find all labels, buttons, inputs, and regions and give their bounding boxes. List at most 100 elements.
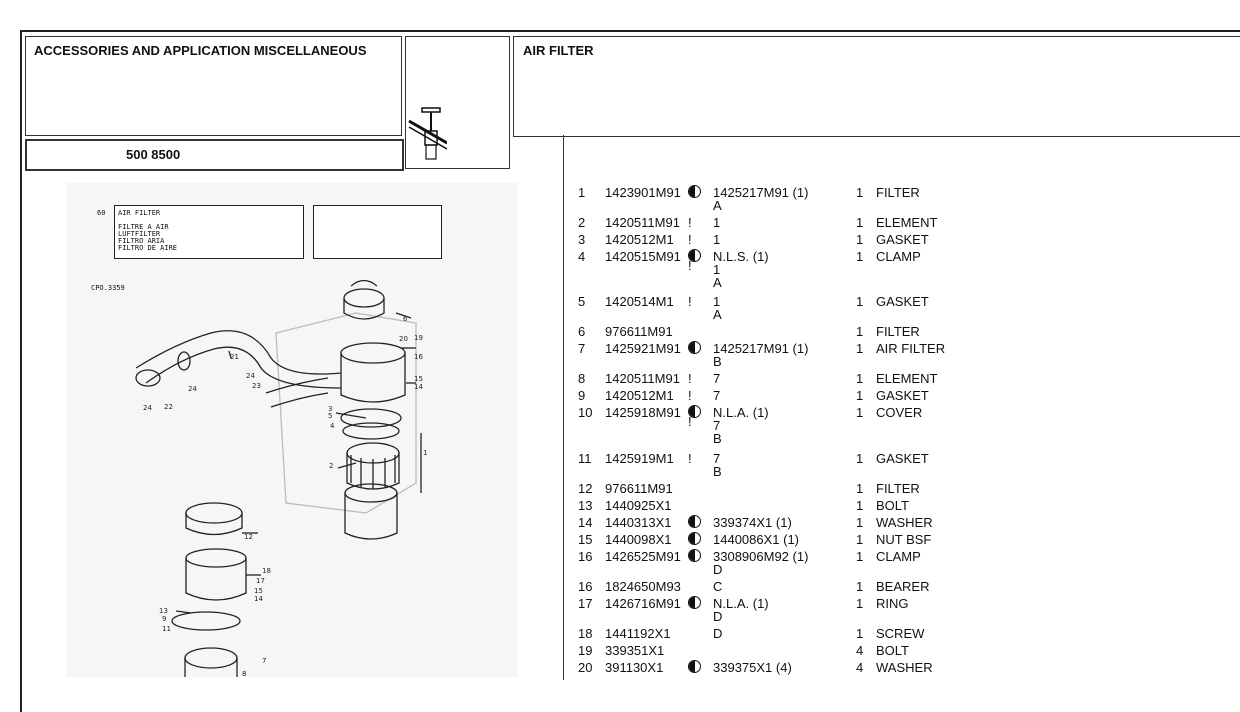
parts-part: 1420514M1 bbox=[605, 294, 674, 309]
parts-ref: 8 bbox=[578, 371, 586, 386]
parts-code: 7 bbox=[713, 371, 721, 386]
parts-desc: NUT BSF bbox=[876, 532, 932, 547]
bullet-icon bbox=[688, 596, 701, 611]
drawing-blank-box bbox=[313, 205, 442, 259]
parts-code: D bbox=[713, 609, 723, 624]
parts-qty: 1 bbox=[856, 532, 864, 547]
parts-desc: SCREW bbox=[876, 626, 925, 641]
parts-mark: ! bbox=[688, 414, 692, 429]
parts-code: 7 bbox=[713, 418, 721, 433]
parts-ref: 16 bbox=[578, 549, 593, 564]
parts-part: 339351X1 bbox=[605, 643, 665, 658]
drawing-title-box: AIR FILTER FILTRE A AIR LUFTFILTER FILTR… bbox=[114, 205, 304, 259]
svg-text:24: 24 bbox=[188, 385, 197, 393]
svg-text:14: 14 bbox=[254, 595, 263, 603]
drawing-title: AIR FILTER bbox=[118, 209, 161, 217]
page-title: AIR FILTER bbox=[523, 43, 594, 58]
parts-code: 3308906M92 (1) bbox=[713, 549, 809, 564]
parts-ref: 17 bbox=[578, 596, 593, 611]
svg-text:6: 6 bbox=[403, 315, 408, 323]
svg-text:11: 11 bbox=[162, 625, 171, 633]
parts-desc: GASKET bbox=[876, 232, 929, 247]
svg-text:14: 14 bbox=[414, 383, 423, 391]
parts-ref: 5 bbox=[578, 294, 586, 309]
parts-code: 1 bbox=[713, 215, 721, 230]
bullet-icon bbox=[688, 249, 701, 264]
parts-code: 1 bbox=[713, 262, 721, 277]
parts-code: A bbox=[713, 198, 722, 213]
parts-ref: 15 bbox=[578, 532, 593, 547]
svg-text:3: 3 bbox=[328, 405, 332, 413]
parts-qty: 1 bbox=[856, 388, 864, 403]
group-number-box bbox=[25, 139, 404, 171]
parts-ref: 12 bbox=[578, 481, 593, 496]
column-divider bbox=[563, 135, 564, 680]
parts-qty: 1 bbox=[856, 579, 864, 594]
parts-part: 391130X1 bbox=[605, 660, 664, 675]
parts-desc: CLAMP bbox=[876, 249, 921, 264]
parts-qty: 1 bbox=[856, 549, 864, 564]
parts-code: N.L.A. (1) bbox=[713, 405, 769, 420]
parts-part: 1420515M91 bbox=[605, 249, 681, 264]
parts-ref: 9 bbox=[578, 388, 586, 403]
svg-text:15: 15 bbox=[414, 375, 423, 383]
parts-part: 1440925X1 bbox=[605, 498, 672, 513]
parts-part: 1440313X1 bbox=[605, 515, 672, 530]
svg-text:24: 24 bbox=[143, 404, 152, 412]
drawing-title-fr: FILTRE A AIR bbox=[118, 223, 169, 231]
parts-qty: 1 bbox=[856, 341, 864, 356]
parts-ref: 10 bbox=[578, 405, 593, 420]
parts-desc: FILTER bbox=[876, 481, 920, 496]
parts-part: 1426525M91 bbox=[605, 549, 681, 564]
drawing-ref-number: 60 bbox=[97, 209, 106, 217]
parts-code: D bbox=[713, 562, 723, 577]
parts-desc: GASKET bbox=[876, 451, 929, 466]
parts-qty: 1 bbox=[856, 498, 864, 513]
parts-ref: 16 bbox=[578, 579, 593, 594]
parts-ref: 18 bbox=[578, 626, 593, 641]
svg-text:2: 2 bbox=[329, 462, 333, 470]
parts-qty: 1 bbox=[856, 249, 864, 264]
parts-qty: 1 bbox=[856, 324, 864, 339]
parts-ref: 7 bbox=[578, 341, 586, 356]
bullet-icon bbox=[688, 532, 701, 547]
drawing-title-it: FILTRO ARIA bbox=[118, 237, 165, 245]
drawing-title-de: LUFTFILTER bbox=[118, 230, 161, 238]
parts-code: 7 bbox=[713, 388, 721, 403]
parts-desc: AIR FILTER bbox=[876, 341, 946, 356]
parts-desc: FILTER bbox=[876, 185, 920, 200]
parts-part: 1420512M1 bbox=[605, 388, 674, 403]
parts-qty: 1 bbox=[856, 232, 864, 247]
svg-text:13: 13 bbox=[159, 607, 168, 615]
parts-part: 1425919M1 bbox=[605, 451, 674, 466]
parts-ref: 1 bbox=[578, 185, 586, 200]
parts-desc: GASKET bbox=[876, 388, 929, 403]
air-filter-illustration: 21 24 22 24 24 23 20 19 16 15 14 6 3 5 4… bbox=[135, 279, 427, 677]
parts-desc: WASHER bbox=[876, 515, 933, 530]
svg-text:8: 8 bbox=[242, 670, 246, 677]
svg-text:16: 16 bbox=[414, 353, 423, 361]
parts-code: 339375X1 (4) bbox=[713, 660, 792, 675]
parts-mark: ! bbox=[688, 232, 692, 247]
parts-mark: ! bbox=[688, 388, 692, 403]
parts-desc: BOLT bbox=[876, 498, 909, 513]
parts-code: C bbox=[713, 579, 723, 594]
parts-part: 1425918M91 bbox=[605, 405, 681, 420]
parts-desc: CLAMP bbox=[876, 549, 921, 564]
svg-text:9: 9 bbox=[162, 615, 166, 623]
parts-qty: 4 bbox=[856, 643, 864, 658]
parts-qty: 1 bbox=[856, 294, 864, 309]
parts-code: 1425217M91 (1) bbox=[713, 185, 809, 200]
parts-ref: 11 bbox=[578, 451, 592, 466]
parts-part: 1440098X1 bbox=[605, 532, 672, 547]
parts-qty: 1 bbox=[856, 481, 864, 496]
svg-text:20: 20 bbox=[399, 335, 408, 343]
parts-part: 1420511M91 bbox=[605, 371, 680, 386]
parts-qty: 1 bbox=[856, 371, 864, 386]
bullet-icon bbox=[688, 549, 701, 564]
parts-qty: 1 bbox=[856, 596, 864, 611]
parts-ref: 6 bbox=[578, 324, 586, 339]
parts-qty: 4 bbox=[856, 660, 864, 675]
parts-mark: ! bbox=[688, 371, 692, 386]
parts-code: N.L.A. (1) bbox=[713, 596, 769, 611]
